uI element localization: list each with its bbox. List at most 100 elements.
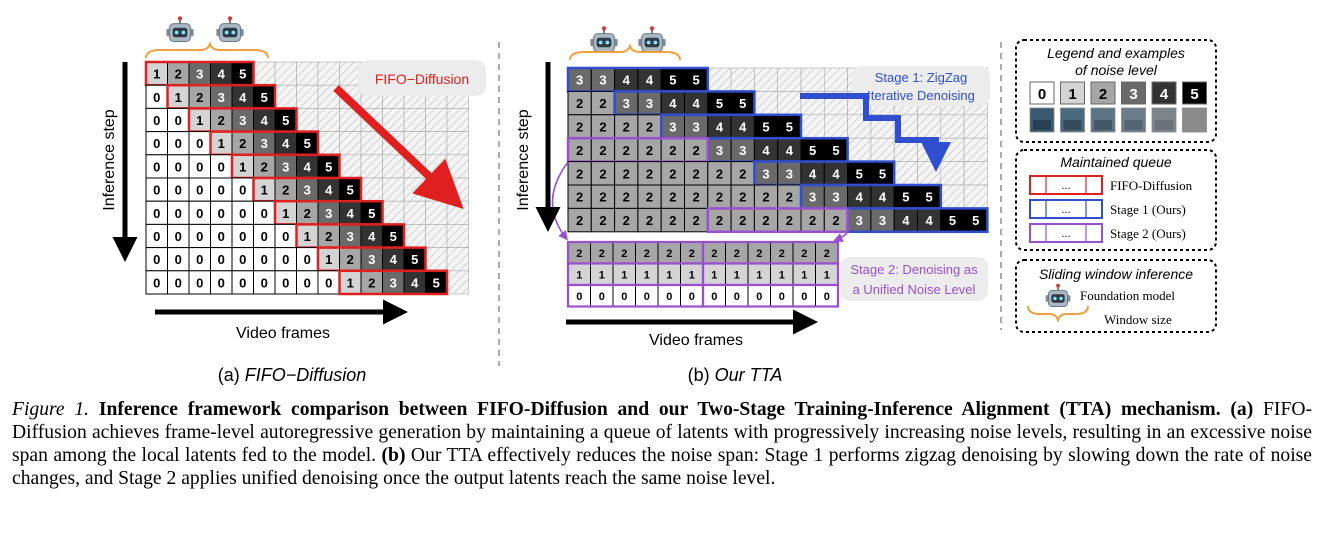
cell-label: 3 — [304, 183, 311, 198]
cell-label: 0 — [218, 229, 225, 244]
empty-cell — [777, 67, 802, 92]
cell-label: 2 — [716, 213, 723, 228]
cell-label: 2 — [646, 213, 653, 228]
cell-label: 2 — [689, 248, 695, 260]
cell-label: 3 — [239, 113, 246, 128]
cell-label: 2 — [832, 213, 839, 228]
empty-cell — [893, 161, 918, 186]
zigzag-arrow — [800, 93, 951, 172]
noise-level-label: 5 — [1190, 86, 1198, 103]
cell-label: 0 — [153, 136, 160, 151]
robot-icons-a — [166, 16, 244, 42]
empty-cell — [382, 177, 405, 202]
empty-cell — [382, 108, 405, 132]
empty-cell — [800, 114, 825, 139]
cell-label: 3 — [646, 96, 653, 111]
empty-cell — [754, 91, 779, 116]
cell-label: 1 — [576, 269, 582, 281]
cell-label: 2 — [756, 248, 762, 260]
caption-b-text: Our TTA effectively reduces the noise sp… — [12, 445, 1312, 489]
cell-label: 4 — [261, 113, 269, 128]
empty-cell — [446, 200, 469, 225]
cell-label: 2 — [599, 213, 606, 228]
cell-label: 1 — [801, 269, 807, 281]
cell-label: 2 — [716, 190, 723, 205]
cell-label: 2 — [599, 143, 606, 158]
cell-label: 2 — [711, 248, 717, 260]
stage1-tag-box — [852, 66, 990, 106]
cell-label: 3 — [623, 96, 630, 111]
cell-label: 0 — [304, 275, 311, 290]
empty-cell — [360, 131, 383, 156]
cell-label: 1 — [239, 159, 246, 174]
empty-cell — [963, 137, 988, 162]
cell-label: 2 — [646, 190, 653, 205]
cell-label: 0 — [218, 275, 225, 290]
cell-label: 0 — [153, 159, 160, 174]
noise-level-swatch — [1182, 81, 1207, 105]
figure-caption: Figure 1. Inference framework comparison… — [12, 398, 1312, 490]
cell-label: 5 — [325, 159, 332, 174]
cell-label: 0 — [175, 252, 182, 267]
cell-label: 2 — [175, 67, 182, 82]
empty-cell — [339, 131, 362, 156]
cell-label: 5 — [693, 73, 700, 88]
cell-label: 5 — [368, 206, 375, 221]
noise-level-label: 1 — [1068, 86, 1076, 103]
noise-level-swatch — [1029, 81, 1055, 105]
noise-level-label: 3 — [1129, 86, 1137, 103]
cell-label: 1 — [756, 269, 762, 281]
cell-label: 2 — [739, 190, 746, 205]
robot-icon — [1045, 283, 1071, 308]
cell-label: 5 — [669, 73, 676, 88]
empty-cell — [777, 91, 802, 116]
noise-example-image — [1151, 107, 1177, 133]
empty-cell — [940, 184, 965, 209]
cell-label: 2 — [646, 120, 653, 135]
empty-cell — [360, 154, 383, 179]
empty-cell — [917, 161, 942, 186]
cell-label: 2 — [599, 120, 606, 135]
cell-label: 1 — [621, 269, 627, 281]
cell-label: 0 — [711, 291, 717, 303]
cell-label: 2 — [669, 213, 676, 228]
cell-label: 1 — [261, 183, 268, 198]
cell-label: 5 — [902, 190, 909, 205]
cell-label: 2 — [809, 213, 816, 228]
cell-label: 1 — [175, 90, 182, 105]
cell-label: 3 — [576, 73, 583, 88]
cell-label: 2 — [786, 213, 793, 228]
cell-label: 0 — [599, 291, 605, 303]
empty-cell — [382, 154, 405, 179]
noise-legend-title-1: Legend and examples — [1047, 45, 1185, 61]
empty-cell — [940, 114, 965, 139]
cell-label: 2 — [621, 248, 627, 260]
cell-label: 0 — [196, 159, 203, 174]
cell-label: 0 — [175, 206, 182, 221]
noise-level-swatch — [1060, 81, 1085, 105]
empty-cell — [403, 224, 426, 248]
cell-label: 3 — [762, 166, 769, 181]
cell-label: 2 — [786, 190, 793, 205]
empty-cell — [754, 67, 779, 92]
cell-label: 0 — [196, 206, 203, 221]
cell-label: 2 — [779, 248, 785, 260]
cell-label: 3 — [325, 206, 332, 221]
cell-label: 5 — [949, 213, 956, 228]
cell-label: 2 — [669, 190, 676, 205]
queue-item-label: Stage 1 (Ours) — [1110, 202, 1186, 217]
robot-icon — [166, 16, 194, 42]
cell-label: 3 — [282, 159, 289, 174]
cell-label: 5 — [239, 67, 246, 82]
cell-label: 5 — [879, 166, 886, 181]
cell-label: 3 — [786, 166, 793, 181]
cell-label: 4 — [282, 136, 290, 151]
empty-cell — [425, 224, 448, 248]
cell-label: 2 — [576, 213, 583, 228]
cell-label: 3 — [716, 143, 723, 158]
cell-label: 4 — [693, 96, 701, 111]
queue-dots: ... — [1061, 180, 1070, 192]
robot-icon — [1045, 283, 1071, 308]
cell-label: 0 — [175, 183, 182, 198]
cell-label: 4 — [786, 143, 794, 158]
